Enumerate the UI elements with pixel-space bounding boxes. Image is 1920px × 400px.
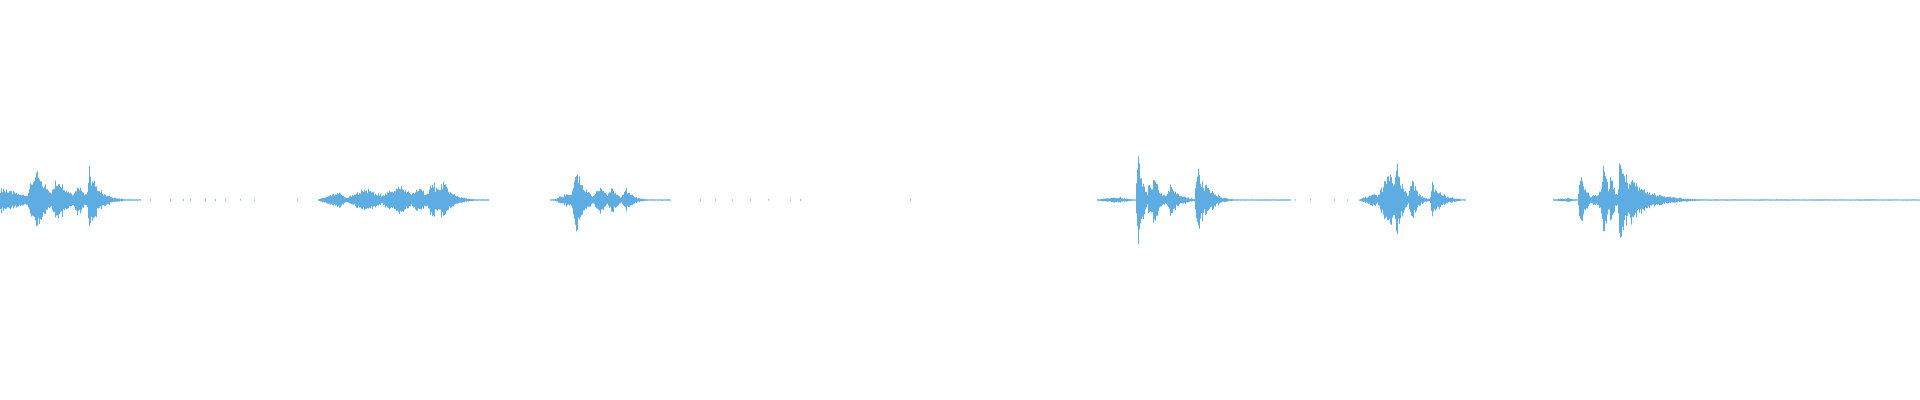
- waveform-path: [0, 156, 1920, 245]
